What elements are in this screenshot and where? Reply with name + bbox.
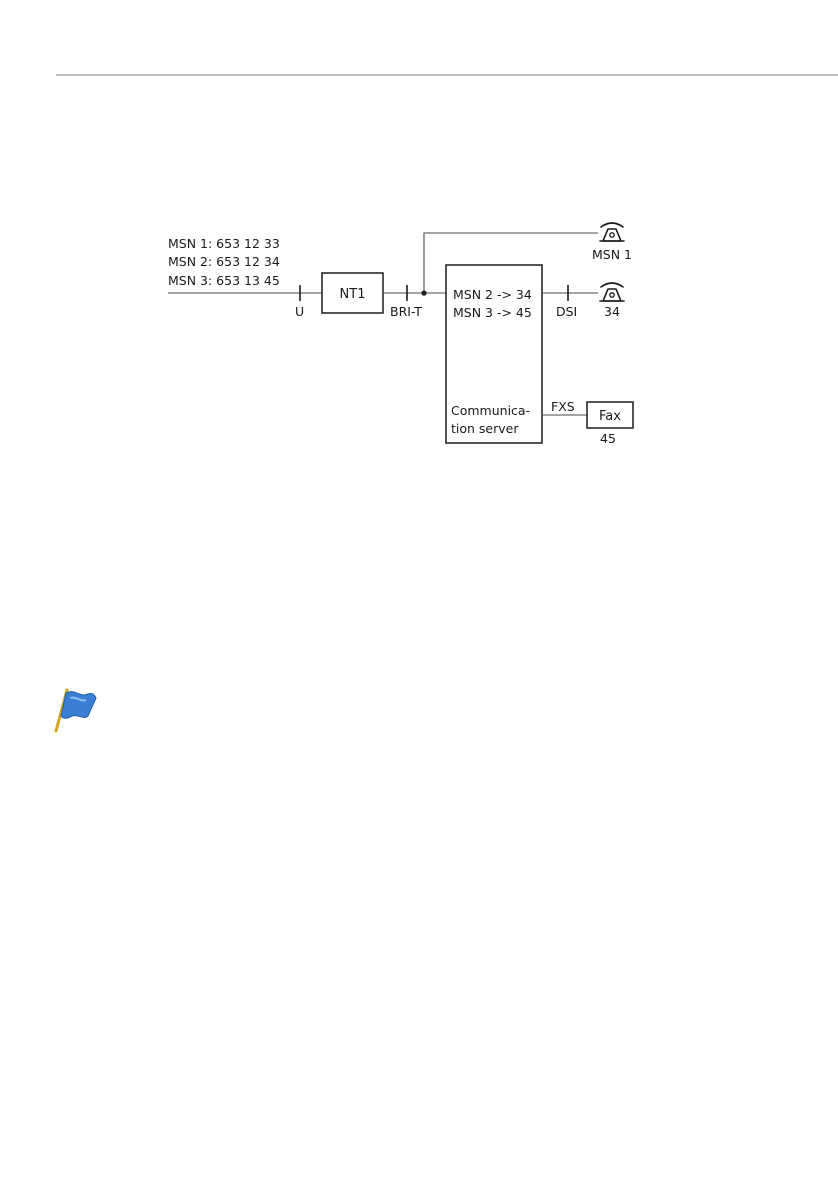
server-mapping-line-2: MSN 3 -> 45 [453, 305, 532, 320]
phone-msn1-icon [600, 223, 624, 241]
fax-label: Fax [599, 409, 621, 424]
fxs-interface-label: FXS [551, 399, 575, 414]
server-name-line-1: Communica- [451, 403, 530, 418]
msn-2-label: MSN 2: 653 12 34 [168, 254, 280, 269]
fax-number: 45 [600, 431, 616, 446]
server-mapping-line-1: MSN 2 -> 34 [453, 287, 532, 302]
phone-34-icon [600, 283, 624, 301]
msn-3-label: MSN 3: 653 13 45 [168, 273, 280, 288]
u-interface-label: U [295, 304, 304, 319]
phone-msn1-label: MSN 1 [592, 247, 632, 262]
nt1-label: NT1 [340, 287, 366, 302]
server-name-line-2: tion server [451, 421, 519, 436]
dsi-interface-label: DSI [556, 304, 577, 319]
bri-t-interface-label: BRI-T [390, 304, 422, 319]
phone-34-label: 34 [604, 304, 620, 319]
blue-flag-icon [56, 690, 96, 731]
msn-1-label: MSN 1: 653 12 33 [168, 236, 280, 251]
